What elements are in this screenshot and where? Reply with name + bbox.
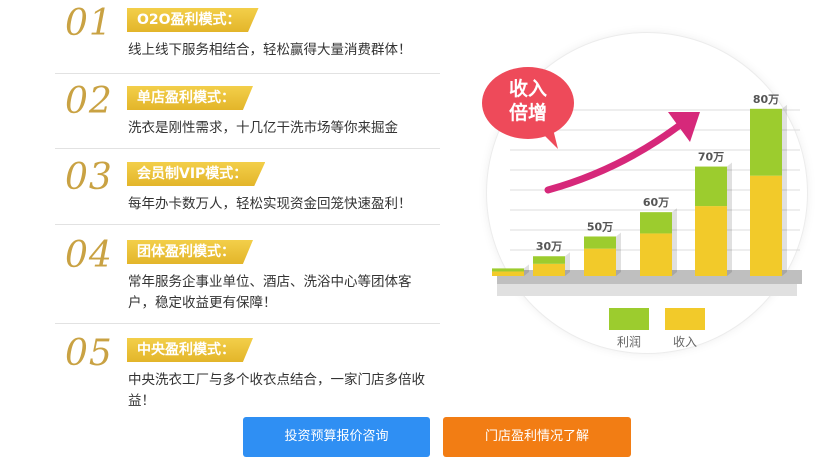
model-title-2: 单店盈利模式：	[127, 86, 253, 110]
model-desc-4: 常年服务企事业单位、酒店、洗浴中心等团体客户，稳定收益更有保障！	[128, 274, 412, 311]
model-number-3: 03	[65, 157, 113, 198]
model-desc-3: 每年办卡数万人，轻松实现资金回笼快速盈利！	[128, 196, 412, 212]
income-double-badge: 收入 倍增	[480, 65, 576, 151]
badge-line-1: 收入	[508, 78, 547, 100]
model-item-5: 05 中央盈利模式： 中央洗衣工厂与多个收衣点结合，一家门店多倍收益！	[55, 333, 440, 410]
badge-line-2: 倍增	[508, 102, 547, 124]
model-number-2: 02	[65, 81, 113, 122]
model-number-4: 04	[65, 235, 113, 276]
model-desc-2: 洗衣是刚性需求，十几亿干洗市场等你来掘金	[128, 120, 398, 136]
model-desc-1: 线上线下服务相结合，轻松赢得大量消费群体！	[128, 42, 412, 58]
divider	[55, 224, 440, 225]
model-item-4: 04 团体盈利模式： 常年服务企事业单位、酒店、洗浴中心等团体客户，稳定收益更有…	[55, 238, 440, 320]
model-item-2: 02 单店盈利模式： 洗衣是刚性需求，十几亿干洗市场等你来掘金	[55, 84, 440, 148]
speech-bubble-icon	[482, 67, 574, 149]
model-title-1: O2O盈利模式：	[127, 8, 259, 32]
invest-consult-button[interactable]: 投资预算报价咨询	[243, 417, 430, 457]
model-title-3: 会员制VIP模式：	[127, 162, 266, 186]
store-profit-button[interactable]: 门店盈利情况了解	[443, 417, 631, 457]
divider	[55, 73, 440, 74]
model-item-1: 01 O2O盈利模式： 线上线下服务相结合，轻松赢得大量消费群体！	[55, 6, 440, 74]
model-title-4: 团体盈利模式：	[127, 240, 253, 264]
model-number-1: 01	[65, 3, 113, 44]
divider	[55, 323, 440, 324]
model-item-3: 03 会员制VIP模式： 每年办卡数万人，轻松实现资金回笼快速盈利！	[55, 160, 440, 224]
model-desc-5: 中央洗衣工厂与多个收衣点结合，一家门店多倍收益！	[128, 372, 425, 409]
model-title-5: 中央盈利模式：	[127, 338, 253, 362]
model-number-5: 05	[65, 333, 113, 374]
divider	[55, 148, 440, 149]
